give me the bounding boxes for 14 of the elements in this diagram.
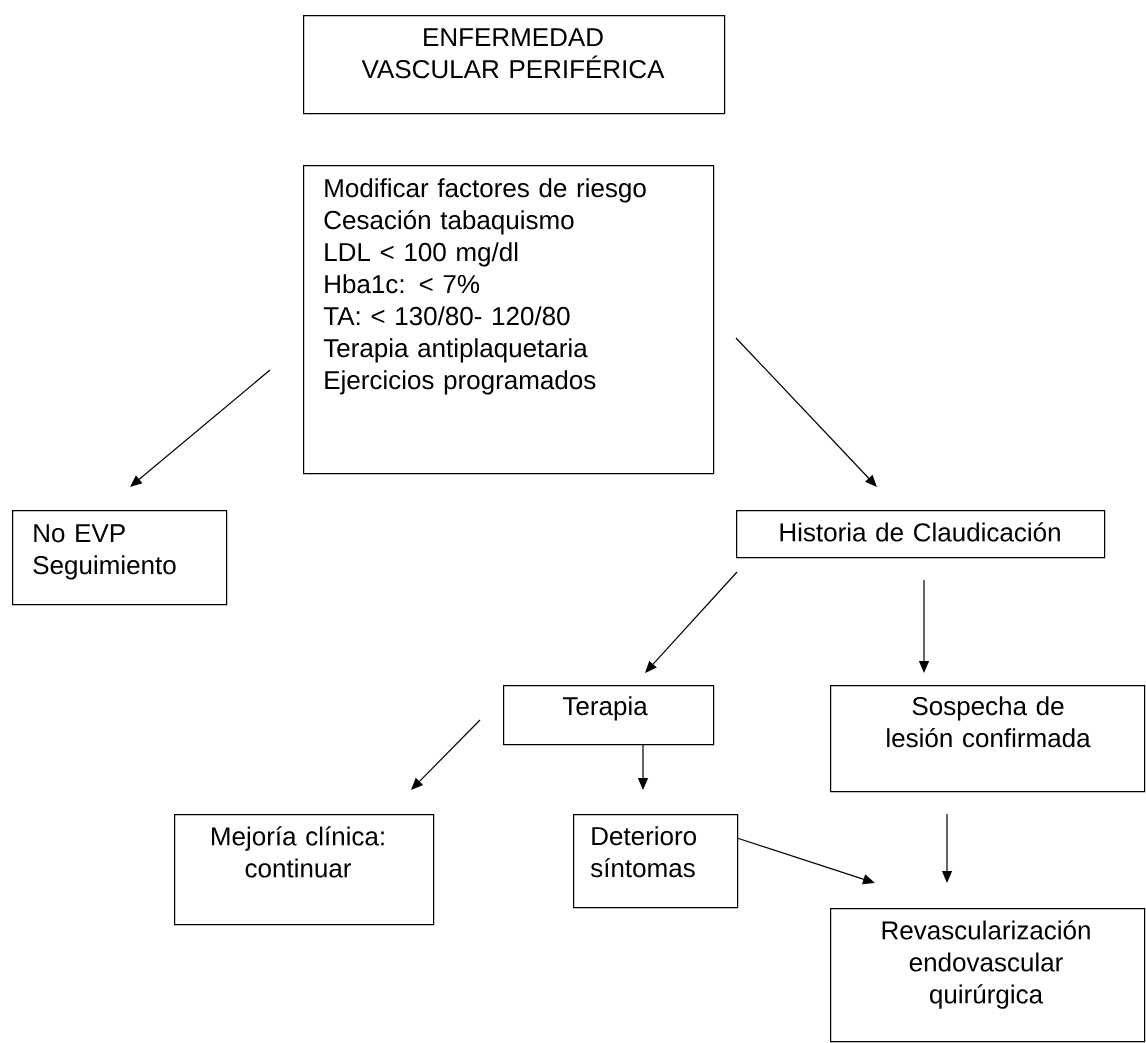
- process-box: Deterioro síntomas: [573, 814, 739, 909]
- arrow: [130, 369, 271, 487]
- process-box: No EVP Seguimiento: [12, 510, 228, 606]
- process-box: Revascularización endovascular quirúrgica: [830, 908, 1146, 1043]
- process-box: Historia de Claudicación: [736, 510, 1106, 559]
- arrow: [411, 719, 481, 790]
- arrow: [645, 571, 738, 673]
- process-box: Mejoría clínica: continuar: [174, 814, 435, 926]
- arrow: [735, 337, 877, 487]
- arrow: [736, 837, 875, 885]
- process-box: Modificar factores de riesgo Cesación tabaquismo LDL < 100 mg/dl Hba1c: < 7% TA: < 130/80- 120/80 Terapia antiplaquetaria Ejercicios programados: [303, 165, 715, 475]
- process-box: ENFERMEDAD VASCULAR PERIFÉRICA: [303, 15, 726, 115]
- process-box: Terapia: [503, 685, 715, 746]
- process-box: Sospecha de lesión confirmada: [830, 685, 1146, 793]
